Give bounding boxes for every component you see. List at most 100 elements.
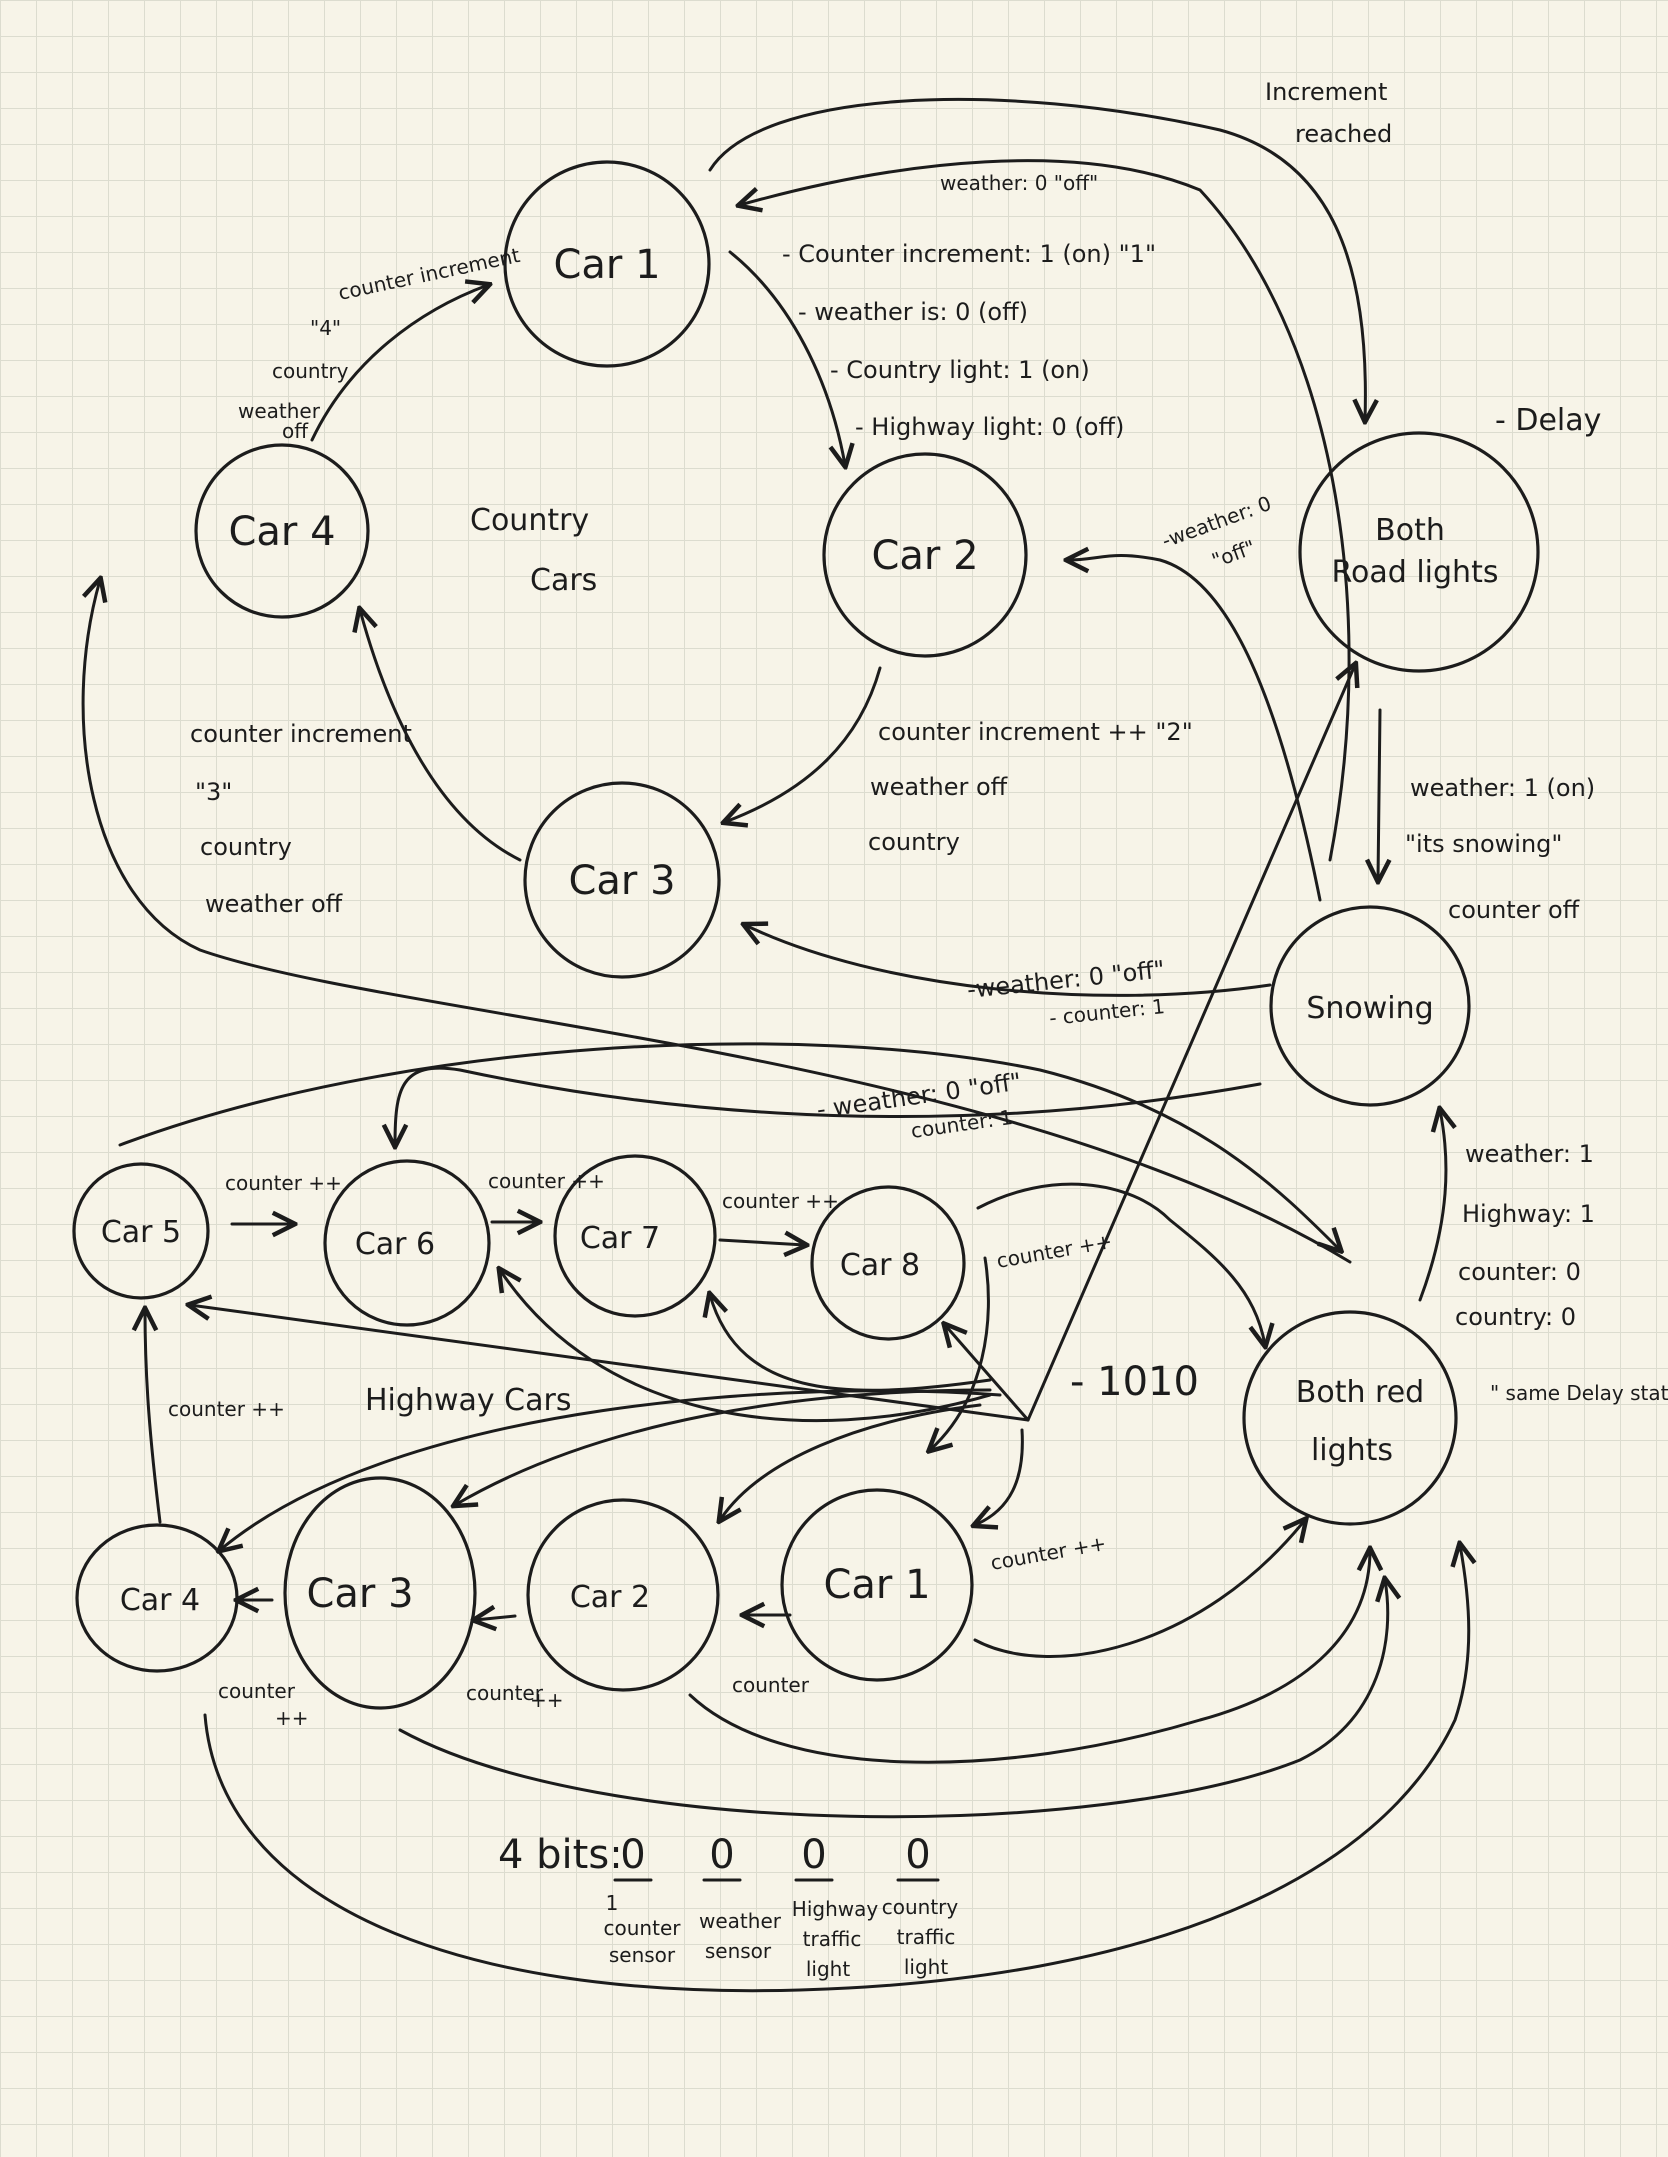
edge-hw-car8-down [930,1256,990,1450]
country-group-label-2: Cars [530,563,597,598]
hw-note-c5c6: counter ++ [225,1171,342,1195]
edge-hwcar2-to-red [688,1550,1370,1764]
car2-to-car3-notes: counter increment ++ "2" weather off cou… [868,718,1193,856]
highway-car6-state: Car 6 [323,1159,491,1327]
snowing-state: Snowing [1269,905,1471,1107]
highway-car4-label: Car 4 [120,1583,200,1618]
rs-note-1: "its snowing" [1405,830,1562,858]
hw-note-c7c8: counter ++ [722,1189,839,1213]
bit3-label-1: traffic [803,1927,862,1951]
rsn-note-1: Highway: 1 [1462,1200,1595,1228]
edge-car4-to-car1 [310,285,488,442]
increment-reached-1: Increment [1265,78,1387,106]
edge-hub-to-car7 [710,1295,992,1392]
bit4-label-0: country [882,1895,959,1919]
bit-value-3: 0 [801,1832,826,1878]
road-to-car2-notes: -weather: 0 "off" [1159,491,1275,573]
highway-car2-state: Car 2 [526,1498,720,1692]
highway-car7-state: Car 7 [553,1154,717,1318]
edge-hwcar4-to-red [203,1545,1469,1993]
code-1010-note: - 1010 [1070,1359,1199,1405]
car1-note-1: - weather is: 0 (off) [798,298,1028,326]
hw-note-c2c3-b: ++ [530,1688,564,1712]
weather-off-top: weather: 0 "off" [940,171,1098,195]
rsn-note-0: weather: 1 [1465,1140,1594,1168]
edge-road-to-car1 [740,159,1351,862]
rsn-note-2: counter: 0 [1458,1258,1581,1286]
bit1-label-2: sensor [609,1943,676,1967]
rc2-note-0: -weather: 0 [1159,491,1275,553]
rs-note-2: counter off [1448,896,1580,924]
country-car1-label: Car 1 [553,242,660,288]
highway-car1-state: Car 1 [780,1488,974,1682]
bit-value-2: 0 [709,1832,734,1878]
edge-long-to-country-car4 [81,580,1352,1264]
both-road-lights-label-2: Road lights [1332,555,1499,590]
edge-sweep-1010 [1026,665,1355,1422]
bit1-label-0: 1 [606,1891,619,1915]
c3c4-note-2: country [200,833,292,861]
edge-road-to-car2 [1068,556,1322,902]
c4c1-note-0: counter increment [336,243,522,305]
edge-hwcar1-to-red [973,1520,1305,1658]
four-bits-legend: 4 bits: 0 0 0 0 1 counter sensor weather… [498,1832,958,1981]
country-car4-label: Car 4 [228,509,335,555]
delay-note: - Delay [1495,403,1601,438]
c2c3-note-0: counter increment ++ "2" [878,718,1193,746]
country-car2-state: Car 2 [822,452,1028,658]
car1-note-0: - Counter increment: 1 (on) "1" [782,240,1156,268]
highway-car2-label: Car 2 [570,1580,650,1615]
edge-car1-to-car2 [728,250,845,465]
c4c1-note-1: "4" [310,316,341,340]
edge-increment-reached [708,97,1365,420]
highway-car8-state: Car 8 [810,1185,966,1341]
snowing-label: Snowing [1306,991,1433,1026]
rs-note-0: weather: 1 (on) [1410,774,1595,802]
country-car4-state: Car 4 [194,443,370,619]
edge-hub-to-car6 [500,1270,992,1423]
highway-car7-label: Car 7 [580,1221,660,1256]
c4c1-note-3: weather [238,399,321,423]
highway-car5-label: Car 5 [101,1215,181,1250]
bit-value-1: 0 [620,1832,645,1878]
c3c4-note-0: counter increment [190,720,412,748]
bit4-label-1: traffic [897,1925,956,1949]
hw-note-c4c5: counter ++ [168,1397,285,1421]
edge-hub-to-hwcar2 [720,1403,982,1520]
car3-to-car4-notes: counter increment "3" country weather of… [190,720,412,918]
country-car2-label: Car 2 [871,533,978,579]
rsn-note-3: country: 0 [1455,1303,1576,1331]
country-car3-label: Car 3 [568,858,675,904]
edge-hub-to-car5 [190,1305,1030,1422]
red-to-snowing-notes: weather: 1 Highway: 1 counter: 0 country… [1455,1140,1595,1331]
car1-note-3: - Highway light: 0 (off) [855,413,1124,441]
same-delay-note: " same Delay state" [1490,1381,1668,1405]
highway-car6-label: Car 6 [355,1227,435,1262]
sc3-note-1: - counter: 1 [1048,994,1166,1030]
country-car1-state: Car 1 [503,160,711,368]
highway-car5-state: Car 5 [72,1162,210,1300]
c2c3-note-1: weather off [870,773,1008,801]
hw-note-c3c4-a: counter [218,1679,296,1703]
edge-car2-to-car3 [725,666,882,822]
country-group-label-1: Country [470,503,589,538]
edge-hwcar3-to-red [398,1580,1388,1819]
edge-hw-car2-to-car3 [475,1616,517,1620]
both-red-lights-label-1: Both red [1296,1375,1424,1410]
c3c4-note-3: weather off [205,890,343,918]
hw-note-c6c7: counter ++ [488,1169,605,1193]
highway-car1-label: Car 1 [823,1562,930,1608]
both-road-lights-label-1: Both [1375,513,1445,548]
c2c3-note-2: country [868,828,960,856]
bit1-label-1: counter [604,1916,682,1940]
highway-car3-state: Car 3 [283,1476,477,1710]
highway-car8-label: Car 8 [840,1248,920,1283]
highway-group-label: Highway Cars [365,1383,571,1418]
bit2-label-0: weather [699,1909,782,1933]
bits-title: 4 bits: [498,1832,623,1878]
edge-road-to-snowing [1378,708,1380,880]
edge-hw-car4-to-car5 [145,1310,162,1524]
bit3-label-0: Highway [792,1897,879,1921]
both-road-lights-state: Both Road lights [1298,431,1540,673]
sh-note-1: counter: 1 [909,1105,1014,1143]
